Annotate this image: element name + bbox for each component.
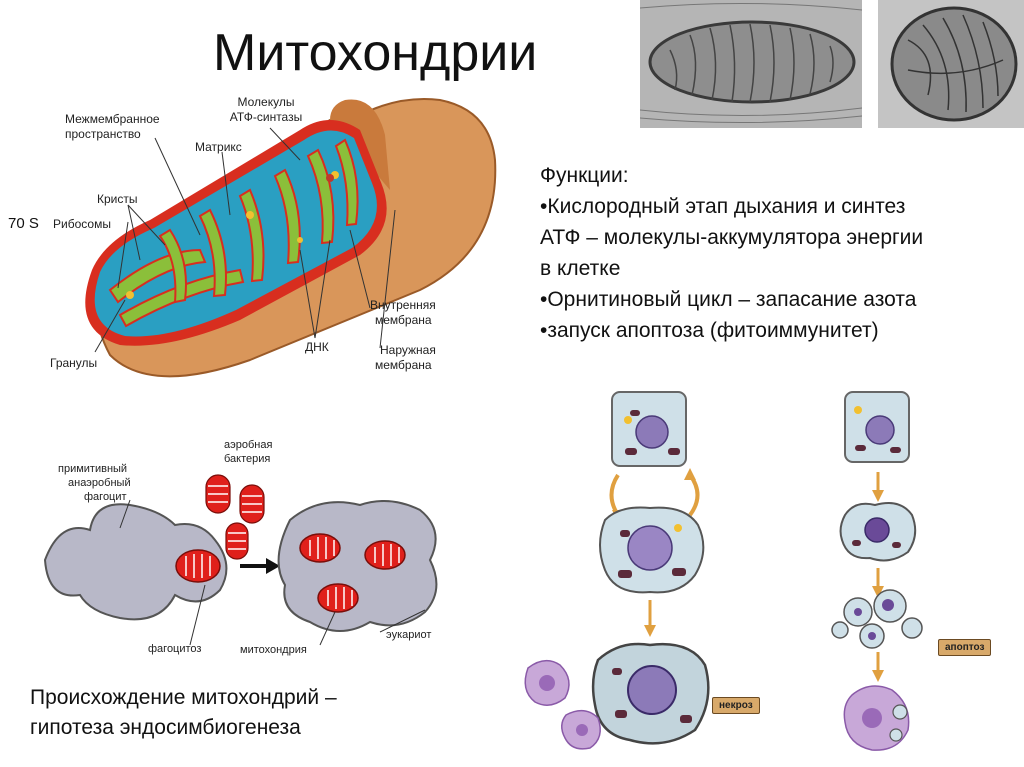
origin-caption: Происхождение митохондрий – гипотеза энд… bbox=[30, 683, 337, 743]
label-inner-membrane-2: мембрана bbox=[375, 313, 432, 327]
page-title: Митохондрии bbox=[213, 24, 538, 82]
functions-line: АТФ – молекулы-аккумулятора энергии bbox=[540, 226, 924, 249]
label-eukaryote: эукариот bbox=[386, 629, 432, 641]
label-phagocytosis: фагоцитоз bbox=[148, 643, 202, 655]
micrograph-cross-section bbox=[878, 0, 1024, 128]
functions-line: •Кислородный этап дыхания и синтез bbox=[540, 195, 906, 218]
label-bacterium-2: бактерия bbox=[224, 453, 271, 465]
functions-line: •Орнитиновый цикл – запасание азота bbox=[540, 288, 917, 311]
label-bacterium-1: аэробная bbox=[224, 439, 273, 451]
label-outer-membrane-2: мембрана bbox=[375, 358, 432, 372]
micrograph-longitudinal bbox=[640, 0, 862, 128]
functions-line: •запуск апоптоза (фитоиммунитет) bbox=[540, 319, 879, 342]
necrosis-tag: некроз bbox=[712, 697, 760, 714]
label-mitochondrion: митохондрия bbox=[240, 644, 307, 656]
label-matrix: Матрикс bbox=[195, 140, 242, 154]
label-phagocyte-2: анаэробный bbox=[68, 477, 131, 489]
mitochondrion-illustration bbox=[85, 98, 497, 378]
label-atp-synthase-1: Молекулы bbox=[237, 95, 295, 109]
label-outer-membrane-1: Наружная bbox=[380, 343, 436, 357]
functions-list: Функции: •Кислородный этап дыхания и син… bbox=[540, 160, 1020, 346]
label-phagocyte-3: фагоцит bbox=[84, 491, 127, 503]
origin-caption-line1: Происхождение митохондрий – bbox=[30, 686, 337, 709]
apoptosis-tag: апоптоз bbox=[938, 639, 992, 656]
functions-line: в клетке bbox=[540, 257, 621, 280]
endosymbiosis-illustration bbox=[43, 474, 438, 646]
label-intermembrane-1: Межмембранное bbox=[65, 112, 160, 126]
label-ribosome-size: 70 S bbox=[8, 215, 39, 232]
functions-heading: Функции: bbox=[540, 164, 629, 187]
label-dna: ДНК bbox=[305, 340, 329, 354]
label-phagocyte-1: примитивный bbox=[58, 463, 128, 475]
origin-caption-line2: гипотеза эндосимбиогенеза bbox=[30, 716, 301, 739]
label-granules: Гранулы bbox=[50, 356, 98, 370]
label-inner-membrane-1: Внутренняя bbox=[370, 298, 436, 312]
label-ribosomes: Рибосомы bbox=[53, 217, 111, 231]
label-cristae: Кристы bbox=[97, 192, 138, 206]
label-intermembrane-2: пространство bbox=[65, 127, 141, 141]
label-atp-synthase-2: АТФ-синтазы bbox=[229, 110, 303, 124]
